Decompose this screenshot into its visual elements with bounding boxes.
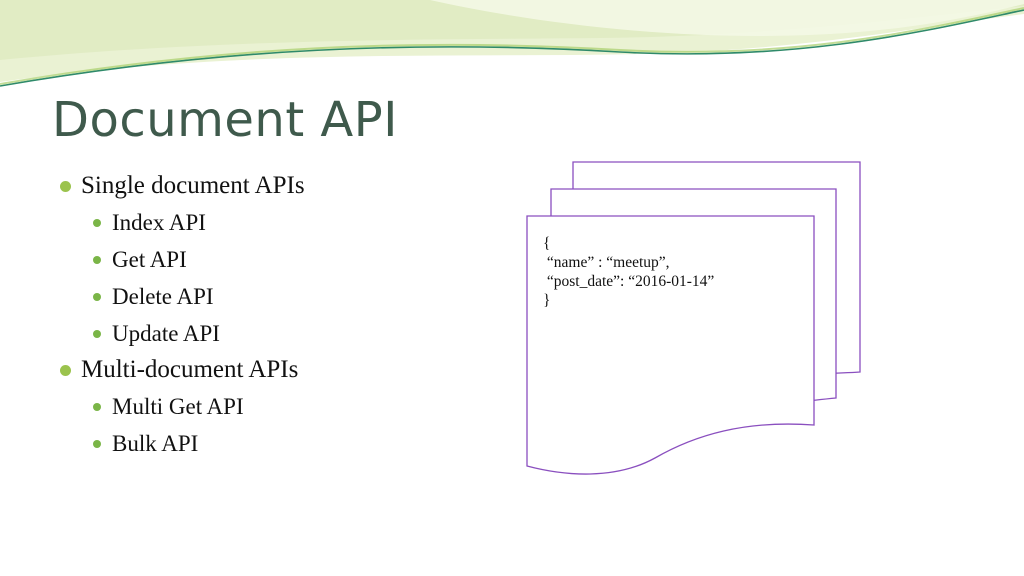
bullet-list: Single document APIs Index API Get API D… bbox=[60, 168, 500, 462]
bullet-dot-icon bbox=[60, 364, 71, 376]
header-swoosh-decoration bbox=[0, 0, 1024, 87]
document-json-content: { “name” : “meetup”, “post_date”: “2016-… bbox=[543, 234, 803, 310]
bullet-text: Index API bbox=[112, 209, 206, 235]
bullet-dot-icon bbox=[60, 180, 71, 192]
bullet-dot-icon bbox=[93, 329, 101, 338]
json-line: { bbox=[543, 235, 551, 252]
bullet-dot-icon bbox=[93, 439, 101, 448]
bullet-text: Single document APIs bbox=[81, 172, 305, 199]
bullet-item-single-document-apis: Single document APIs bbox=[60, 168, 500, 204]
json-line: “name” : “meetup”, bbox=[543, 254, 670, 271]
json-line: } bbox=[543, 292, 551, 309]
bullet-text: Update API bbox=[112, 320, 220, 346]
document-shape-front bbox=[526, 215, 815, 475]
stacked-documents-icon bbox=[526, 161, 861, 475]
bullet-dot-icon bbox=[93, 218, 101, 227]
bullet-item-bulk-api: Bulk API bbox=[93, 425, 500, 462]
bullet-dot-icon bbox=[93, 255, 101, 264]
bullet-item-index-api: Index API bbox=[93, 204, 500, 241]
bullet-item-multi-document-apis: Multi-document APIs bbox=[60, 352, 500, 388]
bullet-item-delete-api: Delete API bbox=[93, 278, 500, 315]
slide-title: Document API bbox=[52, 92, 398, 148]
bullet-text: Delete API bbox=[112, 283, 214, 309]
bullet-dot-icon bbox=[93, 402, 101, 411]
bullet-text: Multi-document APIs bbox=[81, 356, 299, 383]
bullet-text: Get API bbox=[112, 246, 187, 272]
bullet-item-update-api: Update API bbox=[93, 315, 500, 352]
bullet-text: Bulk API bbox=[112, 430, 199, 456]
bullet-item-multi-get-api: Multi Get API bbox=[93, 388, 500, 425]
json-line: “post_date”: “2016-01-14” bbox=[543, 273, 715, 290]
bullet-dot-icon bbox=[93, 292, 101, 301]
bullet-item-get-api: Get API bbox=[93, 241, 500, 278]
bullet-text: Multi Get API bbox=[112, 393, 244, 419]
